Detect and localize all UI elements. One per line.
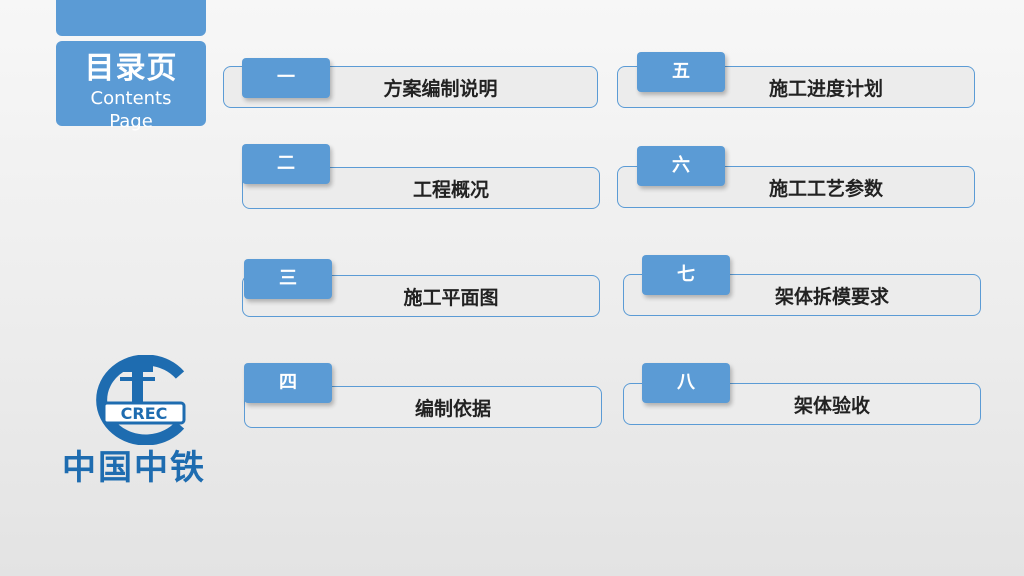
toc-number-1: 一	[242, 58, 330, 98]
toc-item-7[interactable]: 架体拆模要求	[623, 274, 981, 316]
crec-emblem-text: CREC	[121, 404, 168, 423]
toc-number-6: 六	[637, 146, 725, 186]
toc-item-label: 施工平面图	[403, 287, 499, 309]
company-name: 中国中铁	[62, 448, 206, 488]
toc-number-4: 四	[244, 363, 332, 403]
toc-item-label: 施工进度计划	[768, 78, 883, 100]
toc-number-3: 三	[244, 259, 332, 299]
crec-logo-icon: CREC	[96, 355, 186, 445]
toc-number-7: 七	[642, 255, 730, 295]
toc-item-label: 工程概况	[412, 179, 489, 201]
header-tab	[56, 0, 206, 36]
toc-item-label: 方案编制说明	[383, 78, 498, 100]
page-title: 目录页	[84, 51, 178, 86]
page-subtitle: Contents Page	[90, 88, 172, 132]
title-box: 目录页 Contents Page	[56, 41, 206, 132]
toc-number-8: 八	[642, 363, 730, 403]
toc-item-label: 架体验收	[793, 395, 870, 417]
toc-number-2: 二	[242, 144, 330, 184]
toc-item-label: 施工工艺参数	[768, 178, 883, 200]
toc-item-label: 编制依据	[414, 398, 491, 420]
toc-number-5: 五	[637, 52, 725, 92]
toc-item-label: 架体拆模要求	[774, 286, 889, 308]
